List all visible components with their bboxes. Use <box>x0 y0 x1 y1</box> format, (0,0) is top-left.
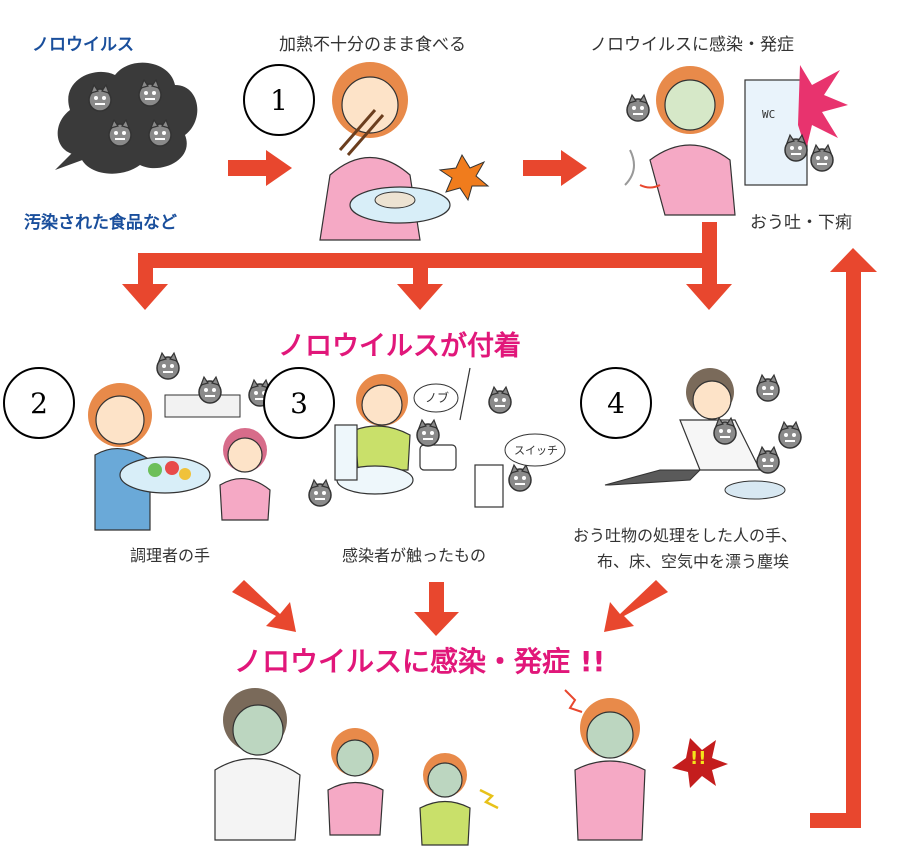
infection-onset-heading: ノロウイルスに感染・発症 !! <box>234 645 606 678</box>
vomit-cleanup-caption-line1: おう吐物の処理をした人の手、 <box>573 526 798 545</box>
step-1-marker: 1 <box>243 64 315 136</box>
sick-person-icon <box>624 65 848 216</box>
touched-objects-caption: 感染者が触ったもの <box>342 546 487 565</box>
step-4-marker: 4 <box>580 367 652 439</box>
vomit-cleanup-caption-line2: 布、床、空気中を漂う塵埃 <box>597 552 790 571</box>
worried-woman-icon <box>564 689 728 841</box>
switch-bubble-icon <box>504 433 566 467</box>
virus-attached-heading: ノロウイルスが付着 <box>278 331 521 362</box>
step-3-marker: 3 <box>263 367 335 439</box>
knob-label: ノブ <box>425 391 450 405</box>
cook-hands-icon <box>88 352 272 531</box>
cook-hands-caption: 調理者の手 <box>130 546 211 565</box>
converge-arrows-icon <box>232 580 668 636</box>
wc-sign: WC <box>762 108 776 121</box>
alert-mark: !! <box>690 748 707 769</box>
knob-bubble-icon <box>413 383 459 413</box>
touched-objects-icon <box>308 367 532 508</box>
virus-title: ノロウイルス <box>32 35 134 55</box>
eating-person-icon <box>319 62 490 241</box>
virus-cloud-icon <box>55 62 198 174</box>
step-2-marker: 2 <box>3 367 75 439</box>
return-arrow-icon <box>810 248 877 828</box>
eating-undercooked-title: 加熱不十分のまま食べる <box>279 35 466 55</box>
flow-arrow-icon <box>228 150 292 186</box>
infection-onset-title: ノロウイルスに感染・発症 <box>590 35 794 55</box>
flow-arrow-icon <box>523 150 587 186</box>
switch-label: スイッチ <box>514 444 558 457</box>
spread-arrows-icon <box>122 222 732 310</box>
vomiting-diarrhea-caption: おう吐・下痢 <box>750 213 852 233</box>
vomit-cleanup-icon <box>604 368 802 500</box>
sick-family-icon <box>214 688 499 846</box>
contaminated-food-caption: 汚染された食品など <box>24 213 177 233</box>
